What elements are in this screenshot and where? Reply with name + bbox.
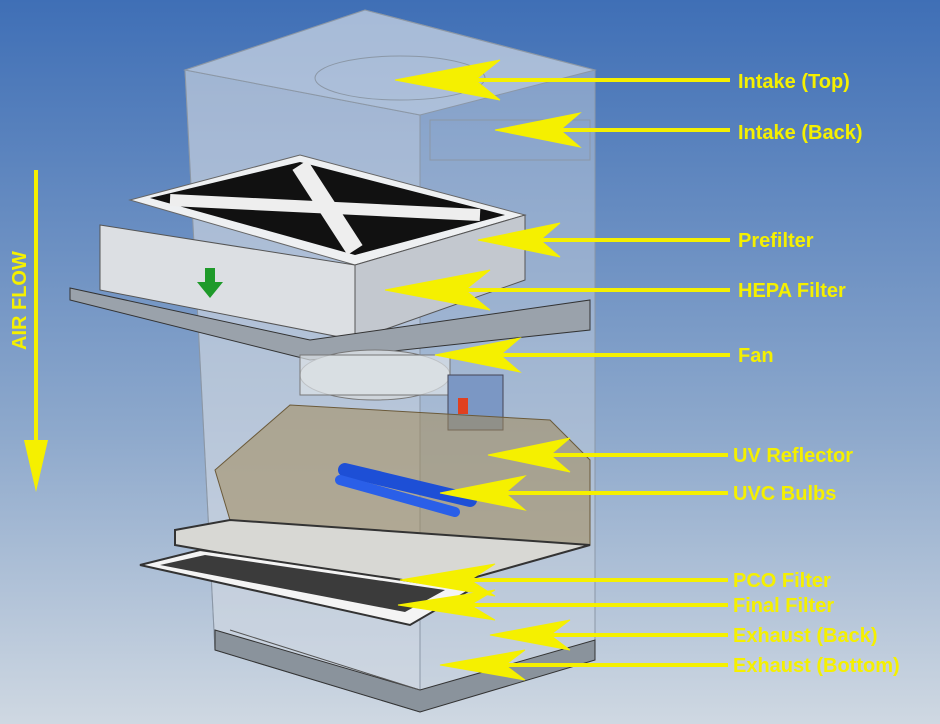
label-fan: Fan <box>738 345 774 367</box>
callout-arrows <box>384 59 730 681</box>
label-intake-top: Intake (Top) <box>738 71 850 93</box>
airflow-label: AIR FLOW <box>9 251 31 350</box>
label-uv-reflector: UV Reflector <box>733 445 853 467</box>
label-final: Final Filter <box>733 595 834 617</box>
arrow-exhaust-bottom <box>439 649 728 681</box>
arrow-intake-back <box>494 112 730 148</box>
label-pco: PCO Filter <box>733 570 831 592</box>
label-intake-back: Intake (Back) <box>738 122 863 144</box>
arrow-exhaust-back <box>489 619 728 651</box>
arrow-uv-reflector <box>487 437 728 473</box>
hepa-filter <box>69 214 591 361</box>
label-hepa: HEPA Filter <box>738 280 846 302</box>
exhaust-base <box>214 629 596 713</box>
arrow-prefilter <box>477 222 730 258</box>
green-arrow-icon <box>197 268 223 298</box>
fan <box>299 349 504 431</box>
arrow-final <box>397 589 728 621</box>
prefilter <box>128 154 527 266</box>
label-exhaust-back: Exhaust (Back) <box>733 625 878 647</box>
arrow-fan <box>434 337 730 373</box>
label-prefilter: Prefilter <box>738 230 814 252</box>
arrow-hepa <box>384 269 730 311</box>
arrow-pco <box>399 563 728 597</box>
pco-filter <box>174 518 591 592</box>
label-exhaust-bottom: Exhaust (Bottom) <box>733 655 900 677</box>
arrow-intake-top <box>394 59 730 101</box>
airflow-indicator: AIR FLOW <box>9 170 48 492</box>
label-uvc-bulbs: UVC Bulbs <box>733 483 836 505</box>
arrow-uvc-bulbs <box>439 475 728 511</box>
